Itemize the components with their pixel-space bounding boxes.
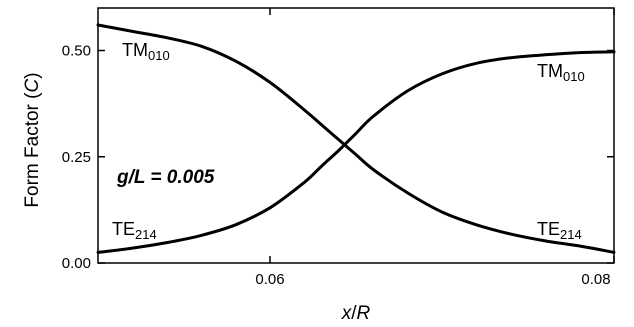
tm010-curve	[96, 23, 616, 254]
axis-ticks: 0.06 0.08 0.00 0.25 0.50	[62, 8, 615, 288]
gl-ratio-label: g/L = 0.005	[116, 167, 215, 188]
te214-left-label: TE214	[112, 219, 157, 242]
y-axis-title: Form Factor (C)	[22, 72, 43, 207]
x-tick-label: 0.06	[255, 271, 284, 288]
tm010-left-label: TM010	[122, 40, 170, 63]
y-tick-label: 0.50	[62, 43, 91, 60]
te214-curve	[96, 50, 616, 254]
tm010-right-label: TM010	[537, 61, 585, 84]
plot-frame	[97, 7, 615, 264]
curves	[96, 23, 616, 254]
x-axis-title: x/R	[341, 303, 371, 324]
x-tick-label: 0.08	[581, 271, 610, 288]
y-tick-label: 0.25	[62, 149, 91, 166]
te214-right-label: TE214	[537, 219, 582, 242]
y-tick-label: 0.00	[62, 255, 91, 272]
